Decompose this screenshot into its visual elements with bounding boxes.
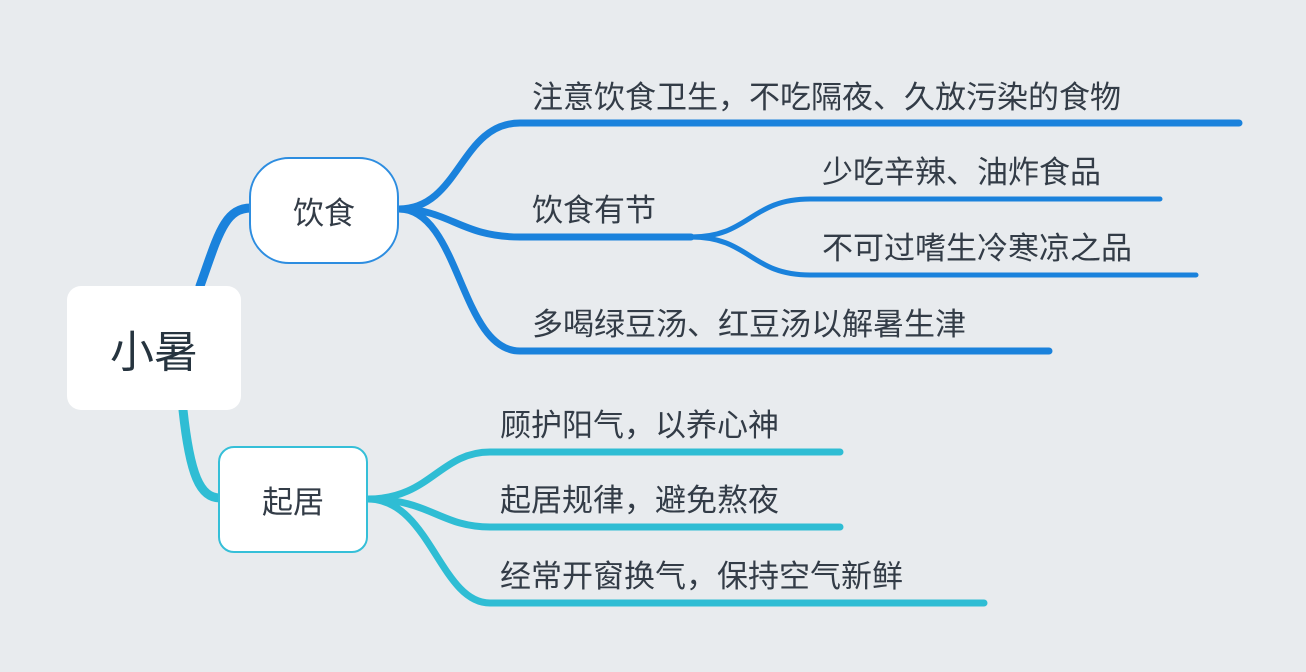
subtopic-moderation[interactable]: 饮食有节 bbox=[532, 193, 656, 229]
root-topic[interactable]: 小暑 bbox=[67, 286, 241, 410]
subtopic-hygiene[interactable]: 注意饮食卫生，不吃隔夜、久放污染的食物 bbox=[532, 80, 1121, 116]
connector-root-to-diet bbox=[195, 203, 256, 291]
subtopic-spicy[interactable]: 少吃辛辣、油炸食品 bbox=[822, 155, 1101, 191]
branch-topic-living[interactable]: 起居 bbox=[218, 446, 368, 553]
branch-topic-diet-label: 饮食 bbox=[293, 196, 355, 232]
subtopic-regular[interactable]: 起居规律，避免熬夜 bbox=[500, 483, 779, 519]
connector-root-to-living bbox=[178, 405, 225, 503]
subtopic-cold[interactable]: 不可过嗜生冷寒凉之品 bbox=[822, 231, 1132, 267]
root-topic-label: 小暑 bbox=[110, 327, 198, 378]
subtopic-yangqi[interactable]: 顾护阳气，以养心神 bbox=[500, 408, 779, 444]
connector-diet-to-hygiene bbox=[395, 119, 1243, 213]
branch-topic-diet[interactable]: 饮食 bbox=[249, 157, 399, 264]
connector-diet-to-soup bbox=[395, 205, 1053, 355]
subtopic-ventilation[interactable]: 经常开窗换气，保持空气新鲜 bbox=[500, 559, 903, 595]
branch-topic-living-label: 起居 bbox=[262, 485, 324, 521]
connector-living-to-ventilation bbox=[364, 495, 988, 607]
subtopic-soup[interactable]: 多喝绿豆汤、红豆汤以解暑生津 bbox=[532, 307, 966, 343]
connector-moderation-to-spicy bbox=[688, 196, 1163, 240]
connector-moderation-to-cold bbox=[688, 234, 1199, 278]
